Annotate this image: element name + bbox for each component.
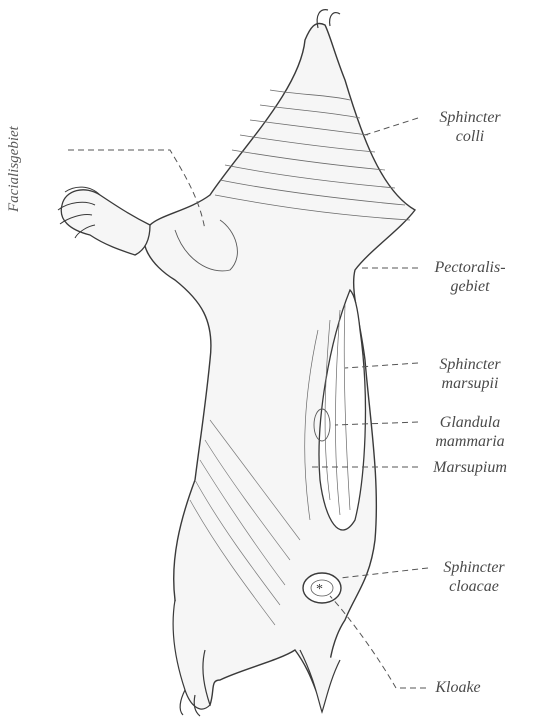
label-sphincter-colli-line2: colli	[420, 127, 520, 146]
label-pectoralisgebiet-line2: gebiet	[420, 277, 520, 296]
label-sphincter-marsupii: Sphincter marsupii	[418, 355, 522, 393]
label-glandula-mammaria: Glandula mammaria	[418, 413, 522, 451]
label-sphincter-marsupii-line1: Sphincter	[418, 355, 522, 374]
label-sphincter-marsupii-line2: marsupii	[418, 374, 522, 393]
label-facialisgebiet: Facialisgebiet	[6, 126, 23, 212]
label-marsupium: Marsupium	[420, 458, 520, 477]
label-kloake: Kloake	[428, 678, 488, 697]
label-sphincter-cloacae-line2: cloacae	[426, 577, 522, 596]
label-sphincter-colli-line1: Sphincter	[420, 108, 520, 127]
label-glandula-mammaria-line1: Glandula	[418, 413, 522, 432]
label-pectoralisgebiet-line1: Pectoralis-	[420, 258, 520, 277]
leader-sphincter-colli	[365, 118, 418, 135]
body-outline	[144, 23, 415, 705]
label-sphincter-cloacae-line1: Sphincter	[426, 558, 522, 577]
label-sphincter-colli: Sphincter colli	[420, 108, 520, 146]
label-pectoralisgebiet: Pectoralis- gebiet	[420, 258, 520, 296]
label-sphincter-cloacae: Sphincter cloacae	[426, 558, 522, 596]
svg-text:*: *	[316, 582, 323, 597]
arm-outline	[61, 190, 150, 255]
tail	[300, 650, 340, 712]
label-glandula-mammaria-line2: mammaria	[418, 432, 522, 451]
